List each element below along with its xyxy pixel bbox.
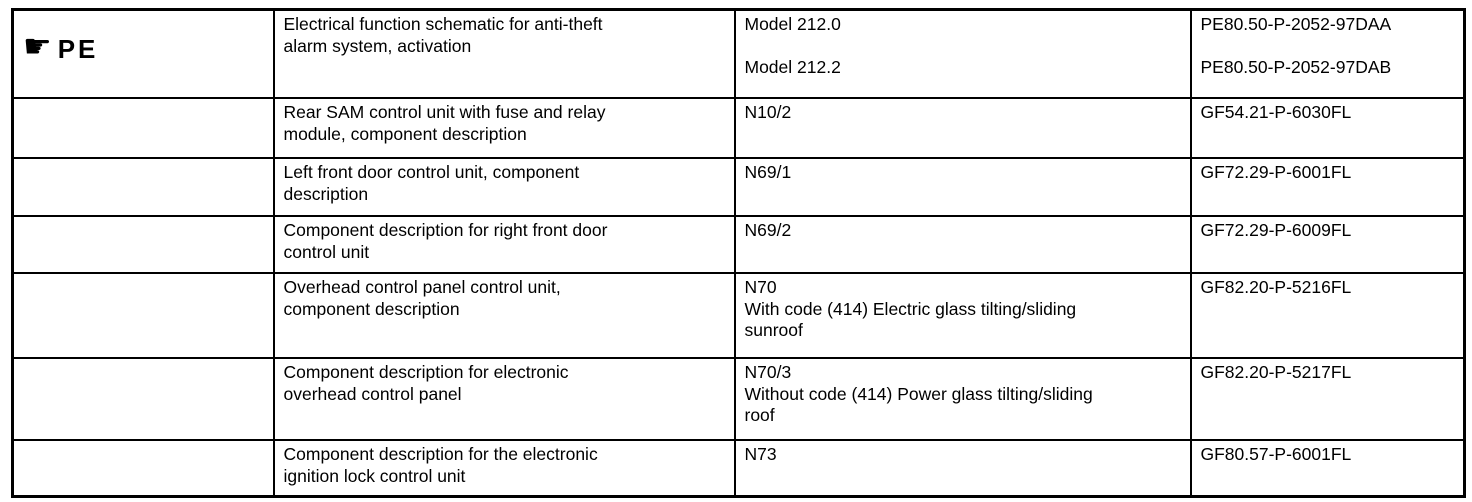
section-label-cell [11, 272, 275, 359]
section-label-cell [11, 439, 275, 498]
component-cell: N10/2 [733, 97, 1192, 159]
section-label-cell [11, 97, 275, 159]
component-cell: N69/2 [733, 215, 1192, 274]
table-row: Component description for electronic ove… [11, 357, 1466, 441]
section-label-cell [11, 215, 275, 274]
table-row: Left front door control unit, component … [11, 157, 1466, 217]
table-row: Component description for the electronic… [11, 439, 1466, 498]
description-cell: Component description for electronic ove… [272, 357, 736, 441]
table-row: Rear SAM control unit with fuse and rela… [11, 97, 1466, 159]
function-schematic-table: ☛ PE Electrical function schematic for a… [11, 8, 1466, 498]
section-label-cell: ☛ PE [11, 8, 275, 99]
component-cell: N69/1 [733, 157, 1192, 217]
document-code-cell: GF82.20-P-5216FL [1189, 272, 1466, 359]
description-cell: Rear SAM control unit with fuse and rela… [272, 97, 736, 159]
section-label-cell [11, 357, 275, 441]
document-code-cell: GF72.29-P-6009FL [1189, 215, 1466, 274]
document-code-cell: GF80.57-P-6001FL [1189, 439, 1466, 498]
component-cell: N70 With code (414) Electric glass tilti… [733, 272, 1192, 359]
document-code-cell: GF72.29-P-6001FL [1189, 157, 1466, 217]
description-cell: Overhead control panel control unit, com… [272, 272, 736, 359]
component-cell: N73 [733, 439, 1192, 498]
table-row: Overhead control panel control unit, com… [11, 272, 1466, 359]
component-cell: Model 212.0 Model 212.2 [733, 8, 1192, 99]
description-cell: Electrical function schematic for anti-t… [272, 8, 736, 99]
description-cell: Component description for the electronic… [272, 439, 736, 498]
pointing-hand-icon: ☛ [23, 26, 52, 65]
section-label-cell [11, 157, 275, 217]
table-row: ☛ PE Electrical function schematic for a… [11, 8, 1466, 99]
description-cell: Left front door control unit, component … [272, 157, 736, 217]
pe-section-label: PE [57, 33, 99, 64]
component-cell: N70/3 Without code (414) Power glass til… [733, 357, 1192, 441]
document-code-cell: GF54.21-P-6030FL [1189, 97, 1466, 159]
description-cell: Component description for right front do… [272, 215, 736, 274]
document-code-cell: GF82.20-P-5217FL [1189, 357, 1466, 441]
document-code-cell: PE80.50-P-2052-97DAA PE80.50-P-2052-97DA… [1189, 8, 1466, 99]
table-row: Component description for right front do… [11, 215, 1466, 274]
